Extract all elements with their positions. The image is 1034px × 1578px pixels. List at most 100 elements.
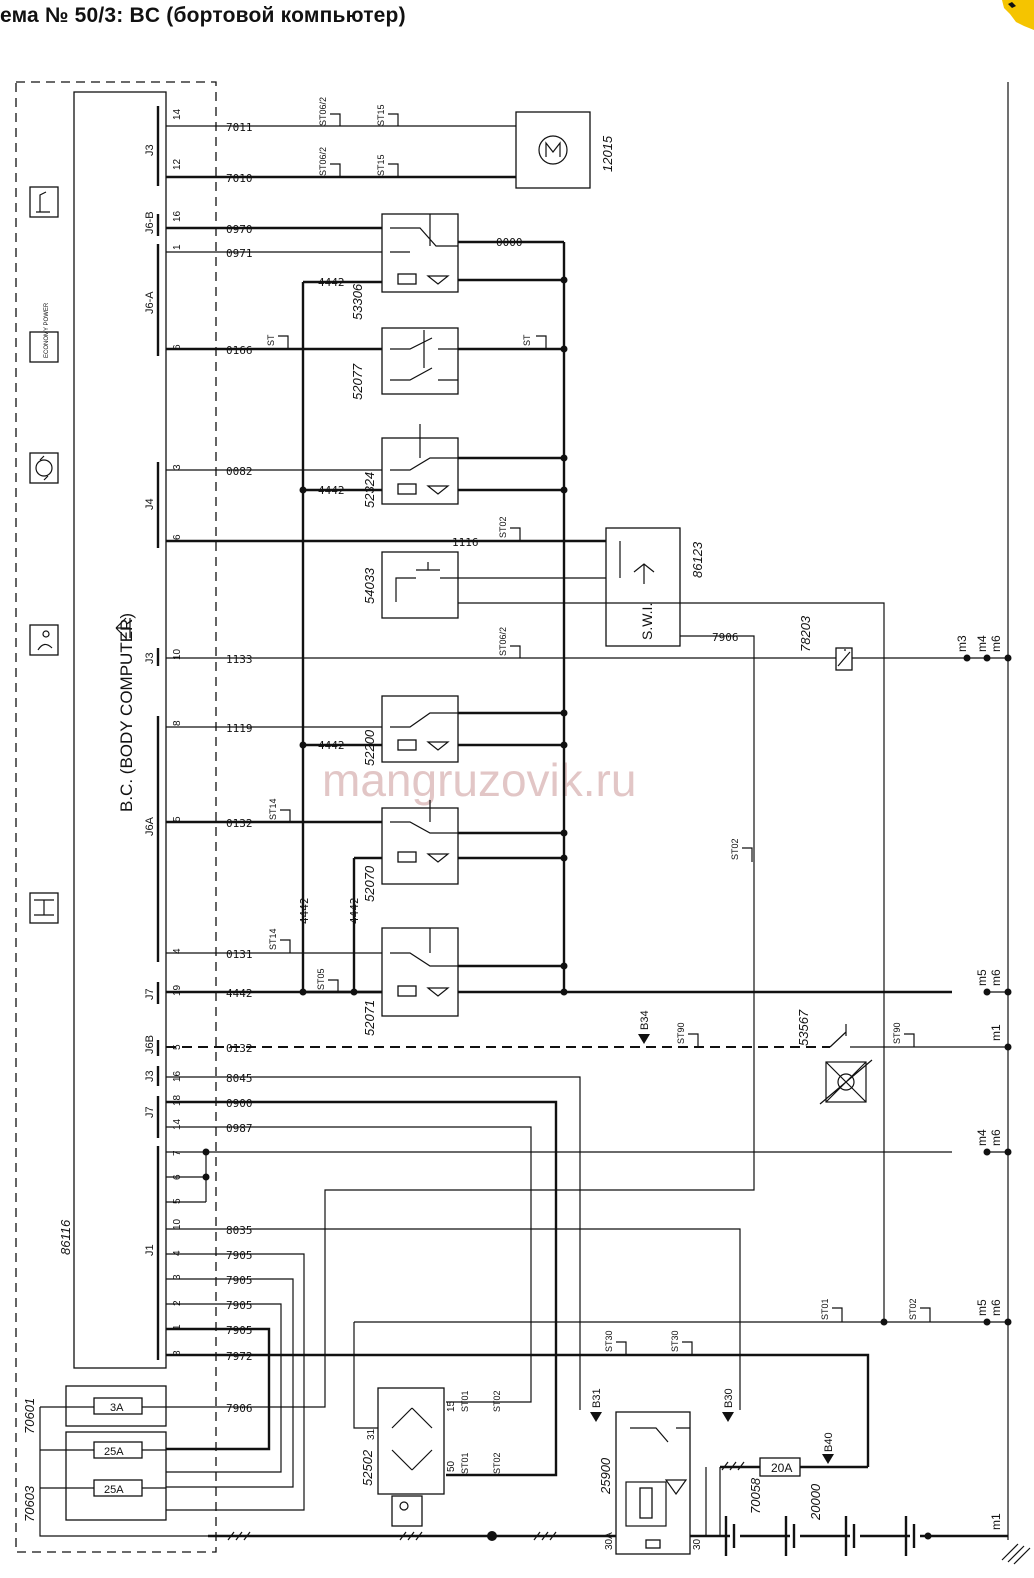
splice-label: ST01 (460, 1452, 470, 1474)
wire-number: 4442 (318, 276, 345, 289)
switch-52070: 52070 (362, 800, 459, 902)
motor-12015: 12015 (515, 111, 615, 189)
component-code: 70601 (22, 1398, 37, 1434)
diode-symbol-icon (115, 617, 131, 639)
module-label: B.C. (BODY COMPUTER) (117, 613, 136, 812)
connector-label: J4 (144, 498, 156, 510)
pin-number: 19 (172, 984, 183, 996)
component-code: 53306 (350, 283, 365, 320)
svg-text:25A: 25A (104, 1446, 124, 1458)
connector-label: J7 (144, 1106, 156, 1118)
circuit-icon (29, 892, 59, 924)
component-code: 20000 (808, 1483, 823, 1521)
pin-number: 1 (172, 244, 183, 250)
component-code: 78203 (798, 615, 813, 652)
wire-number: 7011 (226, 121, 253, 134)
wire-number: 0166 (226, 344, 253, 357)
pin-number: 3 (172, 464, 183, 470)
switch-54033: 54033 (362, 551, 606, 619)
connector-label: J6-A (144, 291, 156, 314)
module-boundary (15, 81, 217, 1553)
splice-label: ST15 (376, 104, 386, 126)
wire-number: 1116 (452, 536, 479, 549)
terminal-label: 31 (366, 1428, 377, 1440)
ground-label: m1 (989, 1024, 1003, 1041)
wire-number: 0987 (226, 1122, 253, 1135)
pin-number: 8 (172, 1350, 183, 1356)
ground-label: m4 (975, 635, 989, 652)
switch-53306: 53306 (350, 213, 459, 320)
connector-label: J3 (144, 652, 156, 664)
ground-label: m3 (955, 635, 969, 652)
wire-number: 8045 (226, 1072, 253, 1085)
wire-number: 7905 (226, 1274, 253, 1287)
splice-label: ST14 (268, 798, 278, 820)
component-code: 52077 (350, 363, 365, 400)
ground-label: m5 (975, 969, 989, 986)
watermark: mangruzovik.ru (322, 754, 636, 806)
pin-number: 16 (172, 210, 183, 222)
pin-number: 4 (172, 948, 183, 954)
fuse-70603: 25A 25A 70603 (22, 1407, 208, 1537)
diode-78203: 78203 (798, 615, 853, 671)
component-code: 53567 (796, 1009, 811, 1046)
wire-number: 4442 (226, 987, 253, 1000)
connector-label: J6-B (144, 211, 156, 234)
wire-number: 7905 (226, 1299, 253, 1312)
marker-label: B34 (639, 1010, 651, 1030)
pin-number: 12 (172, 158, 183, 170)
wire-number: 7010 (226, 172, 253, 185)
svg-text:25A: 25A (104, 1484, 124, 1496)
component-code: 70058 (748, 1477, 763, 1514)
splice-label: ST30 (670, 1330, 680, 1352)
terminal-label: 15 (446, 1400, 457, 1412)
fuse-70058: 20A 70058 (720, 1457, 868, 1514)
component-code: 52070 (362, 865, 377, 902)
splice-label: ST01 (820, 1298, 830, 1320)
terminal-label: 30 (692, 1538, 703, 1550)
body-computer-box (73, 91, 167, 1369)
component-code: 52200 (362, 729, 377, 766)
splice-label: ST90 (892, 1022, 902, 1044)
marker-label: B31 (591, 1388, 603, 1408)
connector-markers (590, 1034, 834, 1464)
pin-number: 16 (172, 1070, 183, 1082)
ground-label: m5 (975, 1299, 989, 1316)
component-code: 54033 (362, 567, 377, 604)
splice-label: ST02 (492, 1452, 502, 1474)
splice-label: ST14 (268, 928, 278, 950)
component-code: 70603 (22, 1485, 37, 1522)
component-code: 86123 (690, 541, 705, 578)
pin-number: 10 (172, 1218, 183, 1230)
pin-number: 5 (172, 1044, 183, 1050)
component-code: 25900 (598, 1457, 613, 1495)
switch-52324: 52324 (362, 424, 459, 508)
pin-number: 7 (172, 1150, 183, 1156)
splice-label: ST (522, 334, 532, 346)
wire-number: 4442 (348, 898, 361, 925)
sticker-badge-icon (1002, 0, 1034, 30)
splice-label: ST01 (460, 1390, 470, 1412)
wire-number: 4442 (318, 739, 345, 752)
connector-label: J1 (144, 1244, 156, 1256)
connector-label: J6A (144, 816, 156, 836)
pin-number: 5 (172, 816, 183, 822)
switch-53567: 53567 (796, 1009, 873, 1105)
economy-power-icon: ECONOMY POWER (29, 302, 59, 363)
wire-number: 0132 (226, 817, 253, 830)
relay-25900: 25900 (598, 1411, 691, 1555)
component-code: 52071 (362, 1000, 377, 1036)
splice-label: ST06/2 (318, 97, 328, 126)
splice-label: ST02 (498, 516, 508, 538)
ground-label: m6 (989, 969, 1003, 986)
ground-label: m6 (989, 1299, 1003, 1316)
wire-number: 1119 (226, 722, 253, 735)
splice-label: ST02 (908, 1298, 918, 1320)
wire-runs (166, 125, 952, 1511)
wire-number: 0132 (226, 1042, 253, 1055)
connector-label: J3 (144, 1070, 156, 1082)
terminal-label: 50 (446, 1460, 457, 1472)
pin-number: 5 (172, 1198, 183, 1204)
svg-text:ECONOMY POWER: ECONOMY POWER (44, 302, 50, 358)
